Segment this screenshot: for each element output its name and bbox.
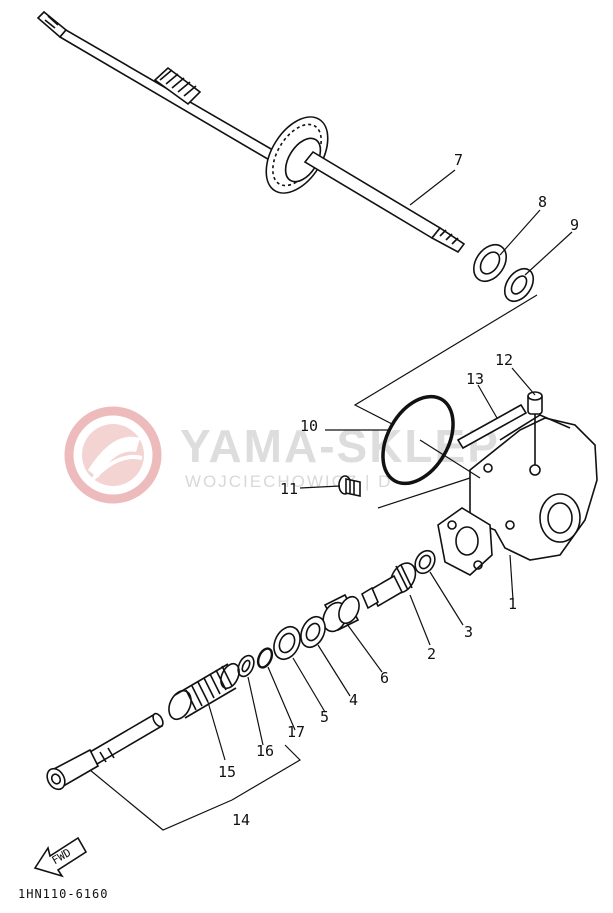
part-12-fitting bbox=[527, 391, 543, 415]
part-14-shaft bbox=[46, 712, 164, 791]
part-17-circlip bbox=[256, 647, 274, 669]
part-7-shaft bbox=[36, 10, 466, 254]
part-13-pin bbox=[456, 403, 528, 450]
label-part-13: 13 bbox=[466, 370, 484, 388]
leader-lines bbox=[89, 169, 573, 831]
diagram-code: 1HN110-6160 bbox=[18, 887, 108, 901]
part-9-oil-seal bbox=[503, 267, 535, 303]
part-2-pinion bbox=[360, 562, 417, 610]
part-11-bolt bbox=[338, 475, 361, 497]
part-1-housing bbox=[437, 414, 598, 576]
watermark-logo bbox=[64, 406, 162, 504]
watermark-title: YAMA-SKLEP bbox=[180, 420, 500, 472]
label-part-2: 2 bbox=[427, 645, 436, 663]
label-part-10: 10 bbox=[300, 417, 318, 435]
label-part-17: 17 bbox=[287, 723, 305, 741]
label-part-9: 9 bbox=[570, 216, 579, 234]
label-part-6: 6 bbox=[380, 669, 389, 687]
part-3-washer bbox=[414, 549, 436, 575]
label-part-12: 12 bbox=[495, 351, 513, 369]
label-part-7: 7 bbox=[454, 151, 463, 169]
part-4-bearing bbox=[300, 615, 326, 649]
part-labels: 1 2 3 4 5 6 7 8 9 10 11 12 13 14 15 16 1… bbox=[218, 151, 579, 829]
label-part-16: 16 bbox=[256, 742, 274, 760]
label-part-15: 15 bbox=[218, 763, 236, 781]
label-part-3: 3 bbox=[464, 623, 473, 641]
label-part-5: 5 bbox=[320, 708, 329, 726]
fwd-arrow: FWD bbox=[33, 836, 88, 878]
part-5-bearing bbox=[273, 625, 301, 661]
part-6-collar bbox=[322, 593, 360, 633]
part-15-spring bbox=[168, 662, 240, 721]
label-part-11: 11 bbox=[280, 480, 298, 498]
label-part-8: 8 bbox=[538, 193, 547, 211]
label-part-14: 14 bbox=[232, 811, 250, 829]
watermark: YAMA-SKLEP WOJCIECHOWICZ | D bbox=[64, 406, 500, 504]
part-8-bearing bbox=[472, 243, 508, 283]
label-part-4: 4 bbox=[349, 691, 358, 709]
part-16-washer bbox=[237, 654, 255, 678]
label-part-1: 1 bbox=[508, 595, 517, 613]
